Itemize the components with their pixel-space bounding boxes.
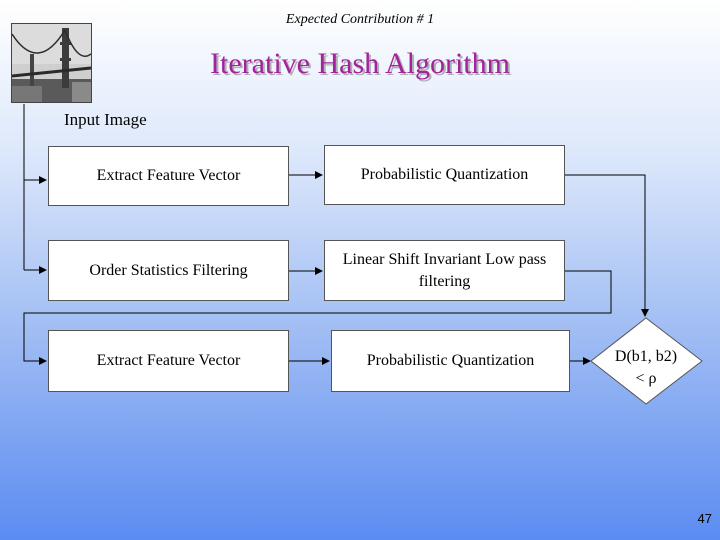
order-statistics-filtering-box: Order Statistics Filtering	[48, 240, 289, 301]
slide-header: Expected Contribution # 1	[285, 12, 435, 27]
decision-label: D(b1, b2) < ρ	[592, 346, 700, 390]
lsi-lowpass-filtering-box: Linear Shift Invariant Low pass filterin…	[324, 240, 565, 301]
probabilistic-quantization-box-1: Probabilistic Quantization	[324, 145, 565, 205]
input-image-label: Input Image	[64, 110, 147, 129]
decision-diamond	[590, 317, 703, 405]
bridge-photo-icon	[11, 23, 92, 103]
extract-feature-vector-box-2: Extract Feature Vector	[48, 330, 289, 392]
probabilistic-quantization-box-2: Probabilistic Quantization	[331, 330, 570, 392]
decision-line-2: < ρ	[635, 370, 657, 387]
page-number: 47	[697, 511, 712, 526]
slide-title: Iterative Hash Algorithm	[210, 47, 510, 80]
extract-feature-vector-box-1: Extract Feature Vector	[48, 146, 289, 206]
decision-line-1: D(b1, b2)	[614, 348, 678, 365]
